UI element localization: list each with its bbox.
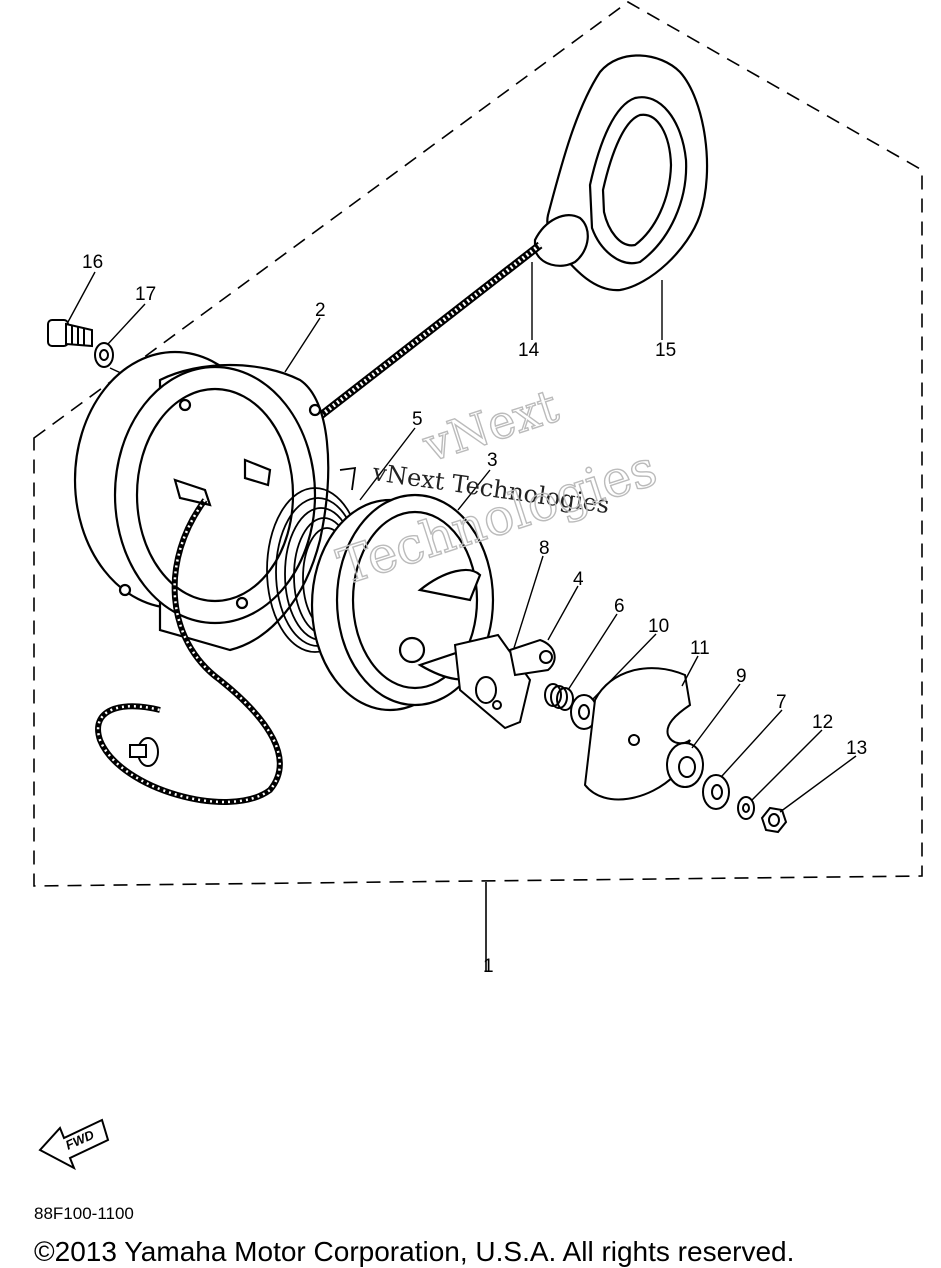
callout-12: 12 bbox=[812, 712, 833, 733]
lock-washer-12 bbox=[737, 796, 755, 820]
callout-16: 16 bbox=[82, 252, 103, 273]
assembly-boundary bbox=[33, 1, 923, 887]
callout-17: 17 bbox=[135, 284, 156, 305]
starter-case bbox=[73, 350, 330, 652]
bolt-16 bbox=[47, 319, 93, 348]
callout-7: 7 bbox=[776, 692, 787, 713]
callout-11: 11 bbox=[690, 638, 710, 659]
callout-4: 4 bbox=[573, 569, 584, 590]
washer-17 bbox=[94, 342, 114, 368]
callout-13: 13 bbox=[846, 738, 867, 759]
callout-8: 8 bbox=[539, 538, 550, 559]
spring-4 bbox=[508, 638, 556, 677]
starter-handle bbox=[533, 54, 709, 292]
callout-3: 3 bbox=[487, 450, 498, 471]
callout-9: 9 bbox=[736, 666, 747, 687]
callout-10: 10 bbox=[648, 616, 669, 637]
callout-14: 14 bbox=[518, 340, 540, 361]
sheave-drum bbox=[310, 493, 495, 712]
callout-2: 2 bbox=[315, 300, 326, 321]
callout-6: 6 bbox=[614, 596, 625, 617]
callout-5: 5 bbox=[412, 409, 423, 430]
callout-15: 15 bbox=[655, 340, 676, 361]
copyright-notice: ©2013 Yamaha Motor Corporation, U.S.A. A… bbox=[34, 1236, 795, 1267]
drive-plate-11 bbox=[583, 667, 692, 801]
fwd-arrow-icon: FWD bbox=[38, 1118, 110, 1171]
callout-1: 1 bbox=[483, 956, 494, 977]
starter-rope bbox=[312, 241, 543, 424]
leader-lines bbox=[67, 262, 857, 813]
part-code: 88F100-1100 bbox=[34, 1204, 134, 1223]
nut-13 bbox=[760, 806, 788, 834]
rope-end-clip bbox=[129, 737, 159, 767]
spring-6 bbox=[544, 683, 574, 711]
washer-7 bbox=[702, 774, 730, 810]
washer-9 bbox=[666, 742, 704, 788]
